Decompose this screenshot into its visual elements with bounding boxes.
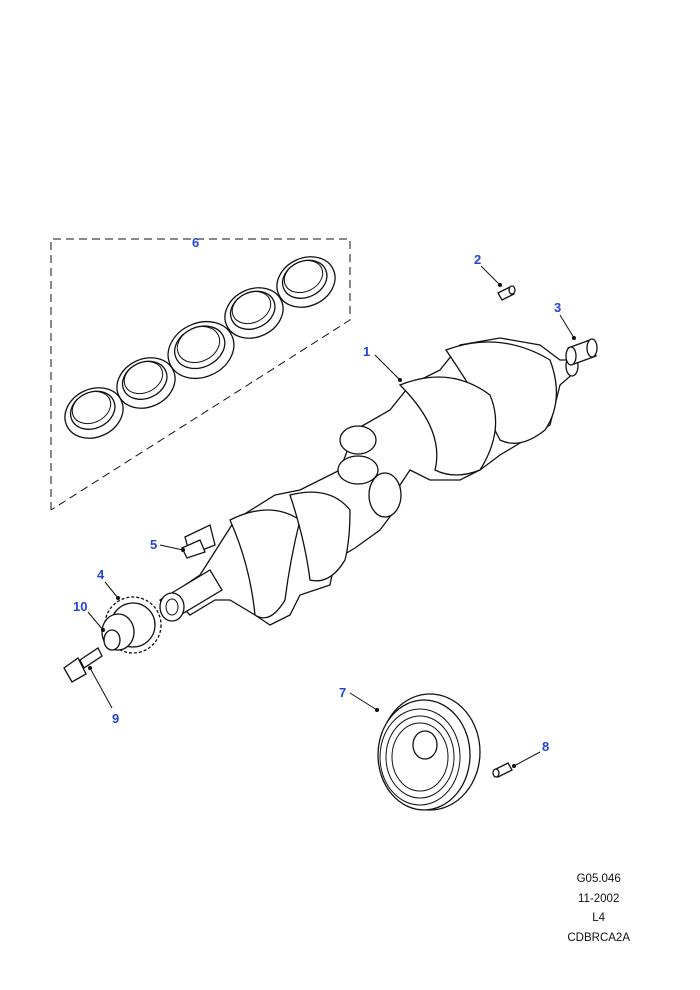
pulley-pin: [492, 762, 513, 778]
label-6: 6: [192, 235, 199, 250]
crankshaft-pulley: [377, 693, 481, 811]
label-8: 8: [542, 739, 549, 754]
spacer-washer: [103, 629, 121, 651]
label-10: 10: [73, 599, 87, 614]
label-3: 3: [554, 300, 561, 315]
bearing-set-box: [50, 238, 351, 511]
dowel-pin: [497, 285, 516, 301]
timing-gear: [101, 596, 162, 654]
label-9: 9: [112, 711, 119, 726]
spigot-bush: [565, 338, 598, 366]
drawing-ref: G05.046: [576, 873, 621, 885]
catalog-code: CDBRCA2A: [567, 931, 630, 944]
drawing-date: 11-2002: [578, 892, 620, 905]
engine-code: L4: [592, 912, 606, 924]
drawing-meta: G05.046 11-2002 L4 CDBRCA2A: [567, 870, 630, 948]
label-1: 1: [363, 344, 370, 359]
woodruff-key: [181, 539, 206, 559]
label-7: 7: [339, 685, 346, 700]
leader-lines: [87, 265, 576, 768]
main-bearing-shells: [64, 256, 336, 439]
label-5: 5: [150, 537, 157, 552]
crankshaft-bolt: [63, 647, 103, 683]
label-4: 4: [97, 567, 105, 582]
label-2: 2: [474, 252, 481, 267]
crankshaft: [159, 337, 579, 626]
